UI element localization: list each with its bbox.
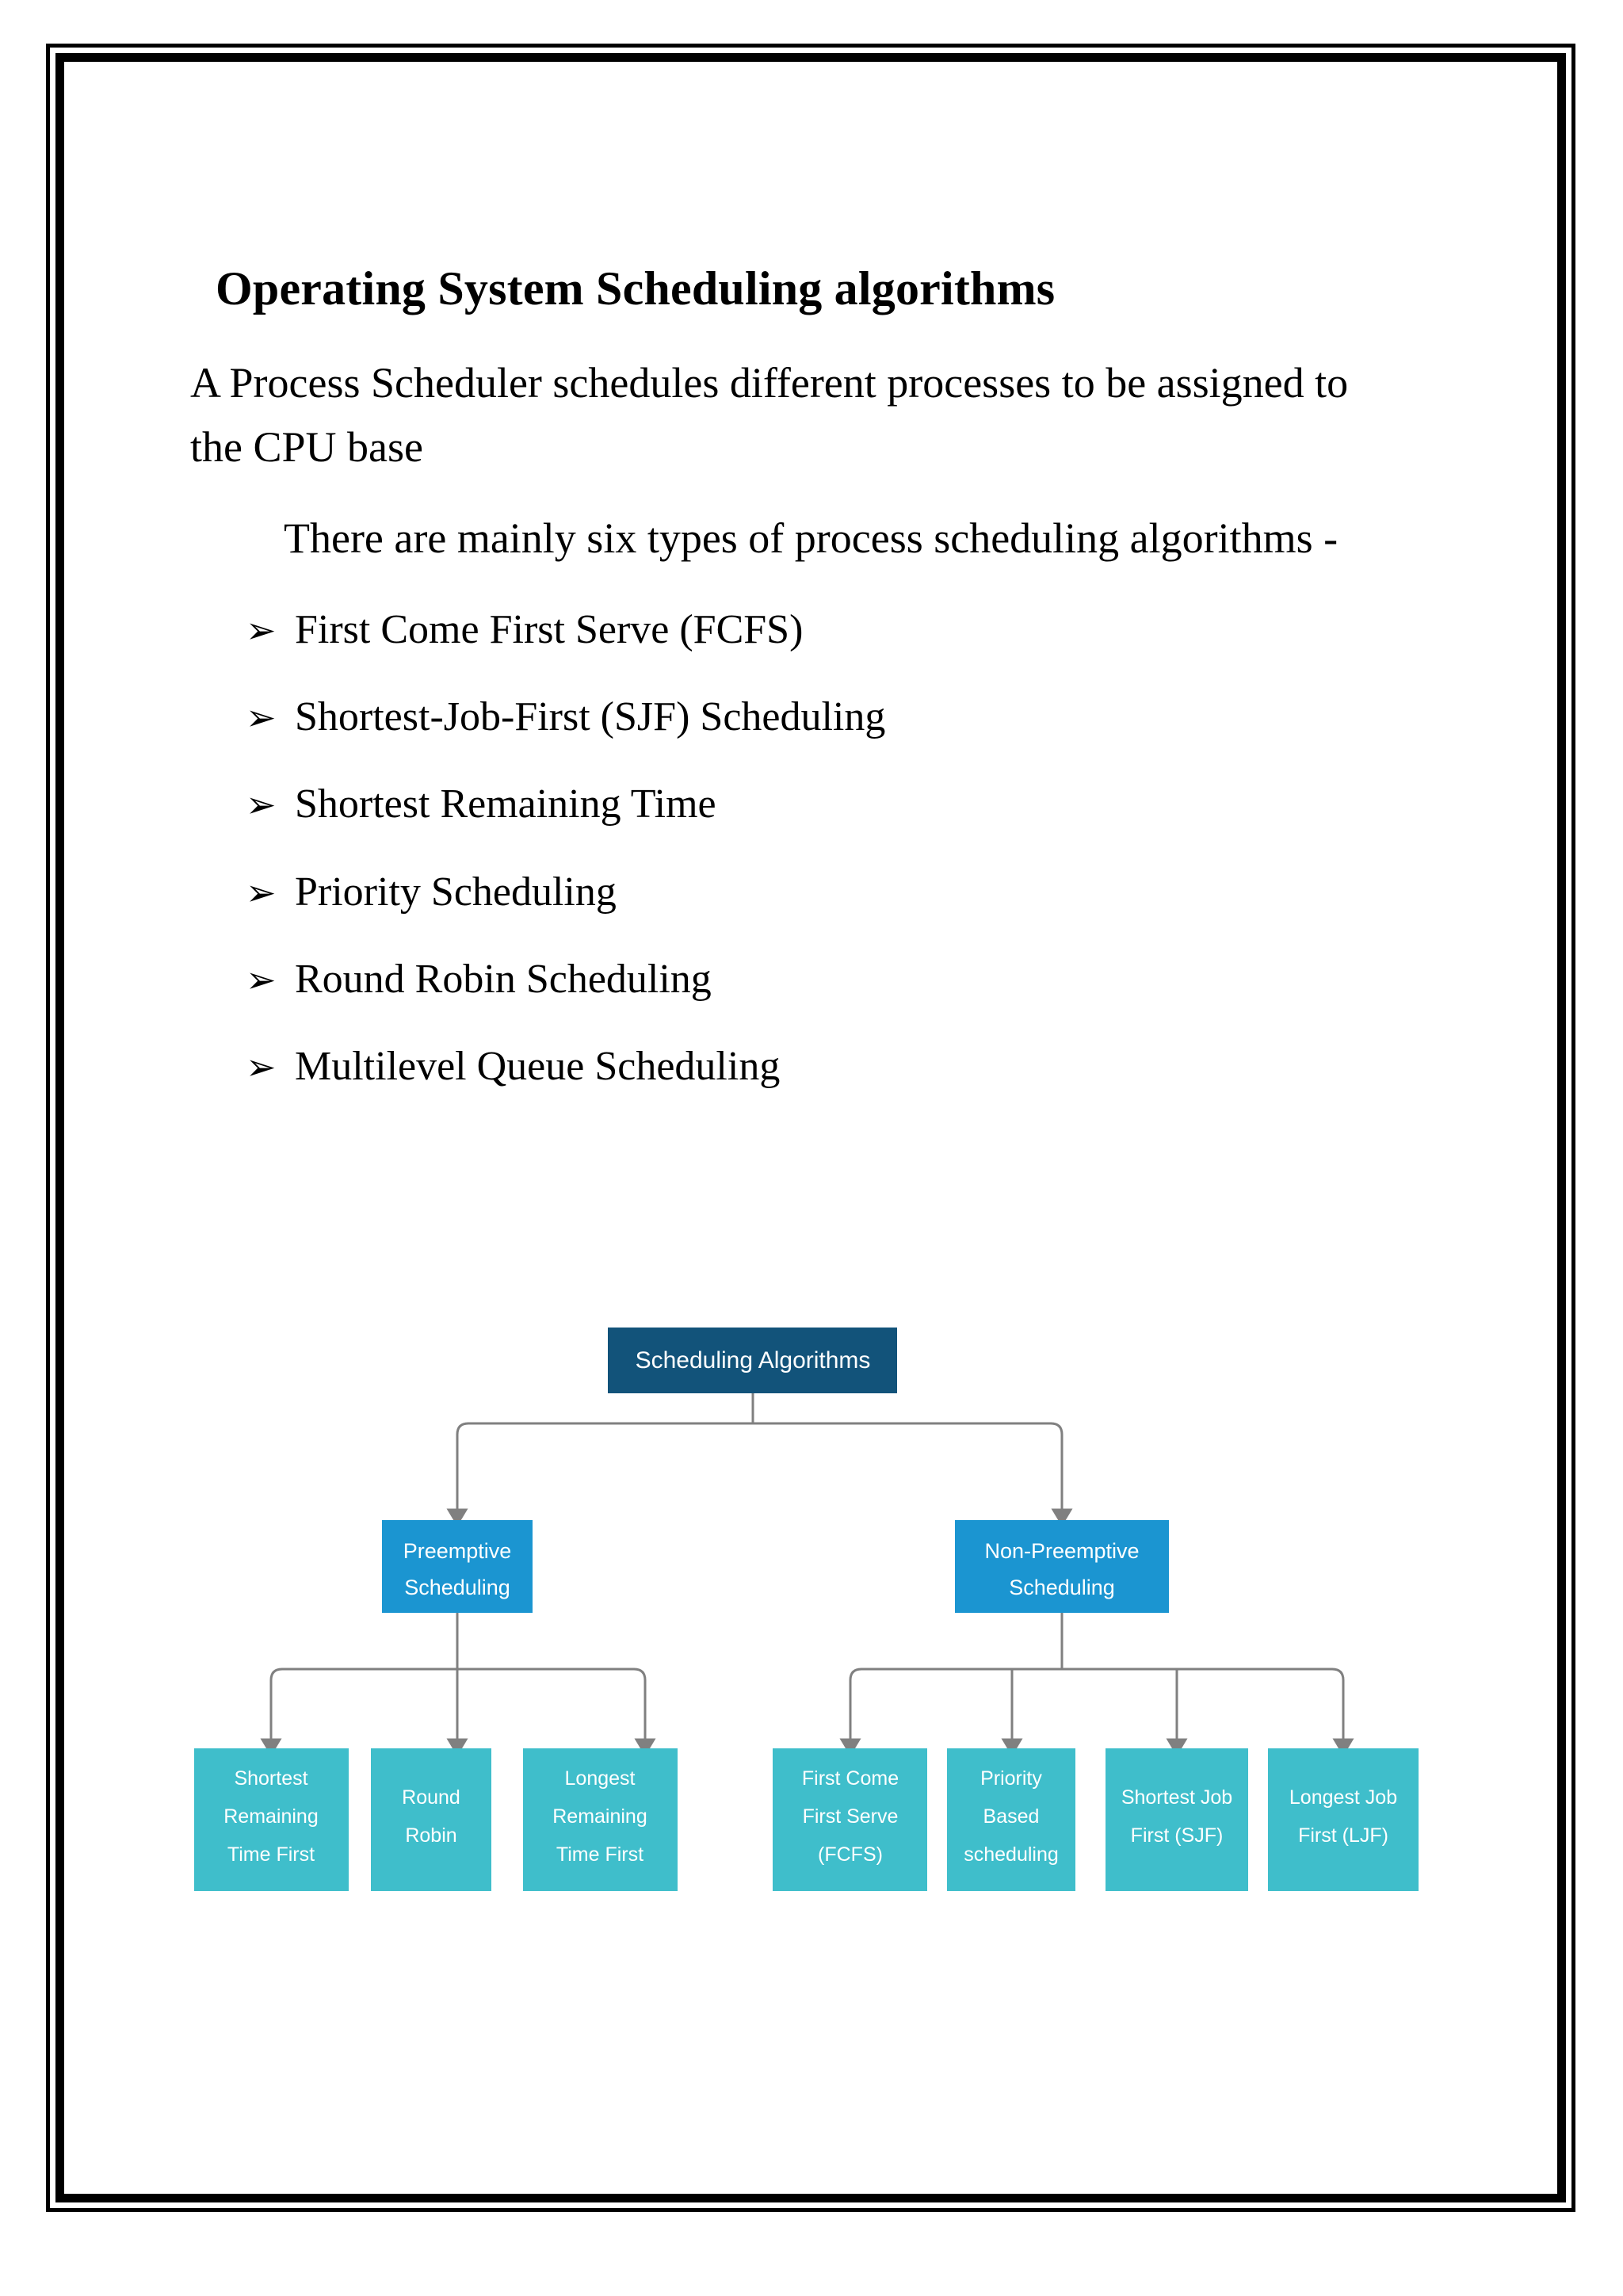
node-longest-job-first-line2: First (LJF) [1298, 1824, 1388, 1847]
node-round-robin-box [371, 1748, 491, 1891]
node-first-come-first-serve-line1: First Come [802, 1767, 899, 1790]
node-priority-based-scheduling-line2: Based [983, 1805, 1040, 1828]
node-scheduling-algorithms-box [608, 1328, 897, 1393]
connector-non-preemptive-bus [849, 1668, 1345, 1681]
node-round-robin-line2: Robin [405, 1824, 456, 1847]
node-non-preemptive-scheduling[interactable]: Non-Preemptive Scheduling [955, 1520, 1169, 1613]
node-preemptive-scheduling[interactable]: Preemptive Scheduling [382, 1520, 533, 1613]
node-longest-remaining-time-first-line2: Remaining [552, 1805, 647, 1828]
node-shortest-remaining-time-first-line1: Shortest [234, 1767, 307, 1790]
node-longest-job-first[interactable]: Longest Job First (LJF) [1268, 1748, 1419, 1891]
node-priority-based-scheduling-line1: Priority [980, 1767, 1042, 1790]
list-item-label: Multilevel Queue Scheduling [295, 1044, 781, 1090]
node-shortest-job-first-box [1106, 1748, 1248, 1891]
node-longest-remaining-time-first-box [523, 1748, 678, 1891]
node-priority-based-scheduling[interactable]: Priority Based scheduling [947, 1748, 1075, 1891]
list-item: ➢ Shortest-Job-First (SJF) Scheduling [190, 694, 1442, 740]
list-item: ➢ Round Robin Scheduling [190, 957, 1442, 1003]
bullet-arrow-icon: ➢ [246, 697, 277, 739]
page-border-inner [55, 53, 1566, 2202]
node-shortest-remaining-time-first-line2: Remaining [223, 1805, 319, 1828]
node-first-come-first-serve-box [773, 1748, 927, 1891]
node-longest-job-first-box [1268, 1748, 1419, 1891]
list-item-label: First Come First Serve (FCFS) [295, 607, 804, 652]
node-longest-job-first-line1: Longest Job [1289, 1786, 1397, 1809]
list-item-label: Round Robin Scheduling [295, 956, 712, 1002]
node-priority-based-scheduling-line3: scheduling [964, 1843, 1059, 1866]
bullet-arrow-icon: ➢ [246, 872, 277, 913]
node-shortest-job-first-line2: First (SJF) [1131, 1824, 1224, 1847]
node-shortest-remaining-time-first-line3: Time First [227, 1843, 315, 1866]
node-first-come-first-serve-line3: (FCFS) [818, 1843, 883, 1866]
node-shortest-remaining-time-first[interactable]: Shortest Remaining Time First [194, 1748, 349, 1891]
node-round-robin[interactable]: Round Robin [371, 1748, 491, 1891]
node-non-preemptive-scheduling-line2: Scheduling [1009, 1576, 1115, 1599]
bullet-arrow-icon: ➢ [246, 785, 277, 826]
bullet-arrow-icon: ➢ [246, 959, 277, 1000]
list-item-label: Priority Scheduling [295, 869, 617, 915]
list-item-label: Shortest Remaining Time [295, 781, 716, 827]
algorithm-list: ➢ First Come First Serve (FCFS) ➢ Shorte… [190, 607, 1442, 1090]
node-preemptive-scheduling-line1: Preemptive [403, 1539, 512, 1563]
node-longest-remaining-time-first-line1: Longest [565, 1767, 636, 1790]
node-shortest-job-first-line1: Shortest Job [1121, 1786, 1232, 1809]
scheduling-algorithms-diagram: Scheduling Algorithms Preemptive Schedul… [190, 1308, 1442, 1942]
node-first-come-first-serve-line2: First Serve [803, 1805, 899, 1828]
types-paragraph: There are mainly six types of process sc… [190, 506, 1395, 571]
intro-paragraph: A Process Scheduler schedules different … [190, 359, 1349, 471]
diagram-connectors [260, 1393, 1354, 1756]
page-title: Operating System Scheduling algorithms [216, 262, 1056, 315]
node-longest-remaining-time-first-line3: Time First [556, 1843, 643, 1866]
node-priority-based-scheduling-box [947, 1748, 1075, 1891]
node-non-preemptive-scheduling-box [955, 1520, 1169, 1613]
node-non-preemptive-scheduling-line1: Non-Preemptive [984, 1539, 1139, 1563]
types-paragraph-text: There are mainly six types of process sc… [284, 514, 1338, 562]
node-scheduling-algorithms[interactable]: Scheduling Algorithms [608, 1328, 897, 1393]
document-body: Operating System Scheduling algorithms A… [190, 262, 1442, 1131]
node-round-robin-line1: Round [402, 1786, 460, 1809]
node-shortest-job-first[interactable]: Shortest Job First (SJF) [1106, 1748, 1248, 1891]
node-shortest-remaining-time-first-box [194, 1748, 349, 1891]
node-first-come-first-serve[interactable]: First Come First Serve (FCFS) [773, 1748, 927, 1891]
list-item: ➢ First Come First Serve (FCFS) [190, 607, 1442, 653]
page-border-outer [46, 44, 1575, 2212]
bullet-arrow-icon: ➢ [246, 1047, 277, 1088]
node-preemptive-scheduling-box [382, 1520, 533, 1613]
list-item: ➢ Shortest Remaining Time [190, 781, 1442, 827]
list-item: ➢ Multilevel Queue Scheduling [190, 1044, 1442, 1090]
list-item: ➢ Priority Scheduling [190, 869, 1442, 915]
list-item-label: Shortest-Job-First (SJF) Scheduling [295, 694, 886, 740]
connector-root-bus [456, 1422, 1064, 1435]
node-preemptive-scheduling-line2: Scheduling [404, 1576, 510, 1599]
bullet-arrow-icon: ➢ [246, 610, 277, 651]
node-scheduling-algorithms-label: Scheduling Algorithms [636, 1347, 871, 1373]
node-longest-remaining-time-first[interactable]: Longest Remaining Time First [523, 1748, 678, 1891]
